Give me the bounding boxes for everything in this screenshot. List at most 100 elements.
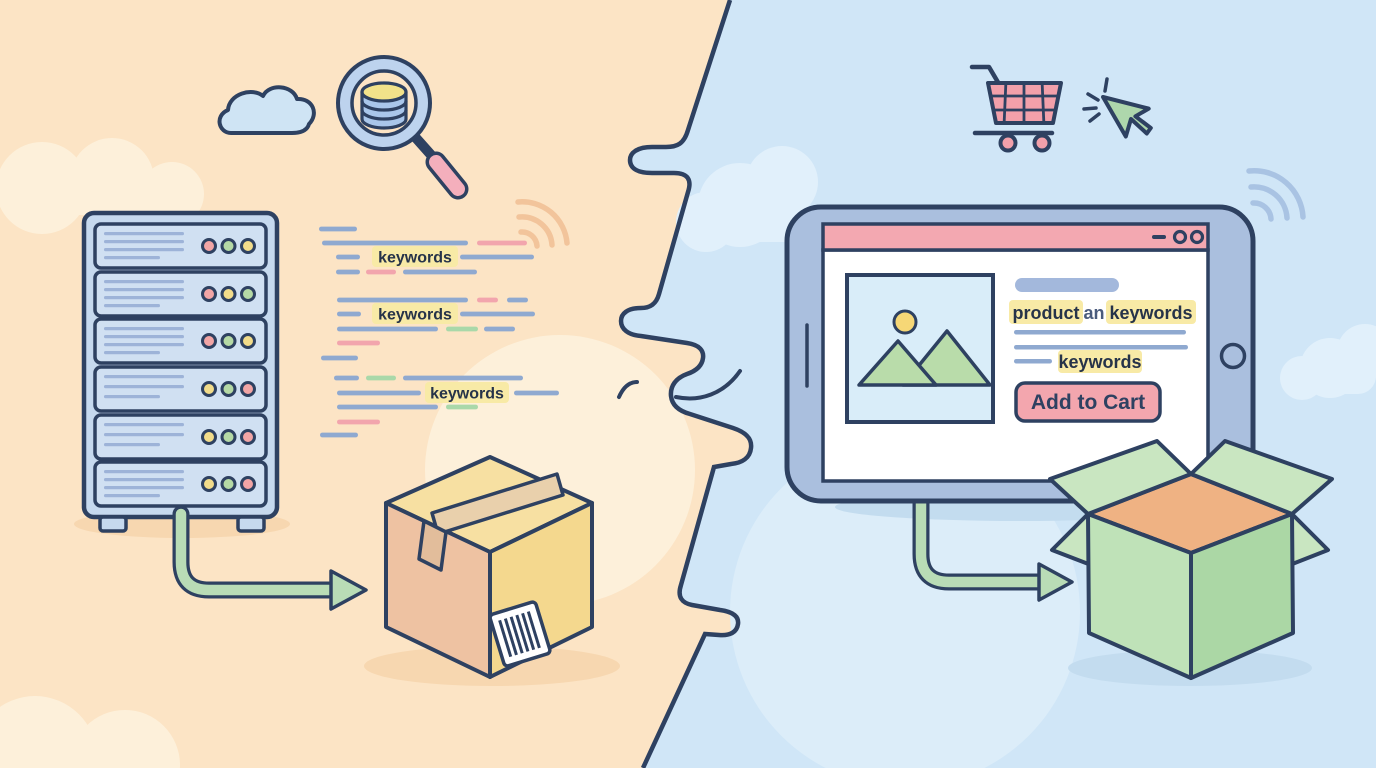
server-unit-line	[104, 375, 184, 379]
status-led-pink	[201, 333, 217, 349]
status-led-green	[220, 429, 237, 445]
keyword-pill-label: keywords	[430, 386, 504, 403]
server-unit-line	[104, 288, 184, 292]
divider-edge	[618, 0, 754, 768]
window-button[interactable]	[1189, 229, 1205, 245]
server-unit	[93, 365, 268, 413]
code-line	[337, 419, 380, 425]
cloud-icon	[217, 85, 316, 135]
server-unit-line	[104, 343, 184, 347]
status-led-green	[220, 238, 237, 254]
code-line	[484, 326, 515, 332]
status-led-yellow	[201, 429, 217, 445]
signal-waves-icon-right	[1246, 167, 1306, 222]
window-button[interactable]	[1172, 229, 1188, 245]
status-led-pink	[240, 429, 256, 445]
code-line	[366, 375, 396, 381]
code-line	[477, 240, 527, 246]
product-word: product	[1013, 303, 1080, 323]
an-word: an	[1083, 303, 1104, 323]
server-unit	[93, 413, 268, 461]
package-box	[384, 455, 594, 679]
keywords-pill-label: keywords	[1058, 352, 1141, 372]
signal-waves-icon-left	[515, 199, 570, 249]
shopping-cart-icon	[969, 64, 1063, 153]
server-unit-line	[104, 248, 184, 252]
cursor-click-icon	[1082, 77, 1153, 139]
browser-title-bar	[821, 222, 1210, 252]
server-unit-line	[104, 395, 160, 399]
status-led-yellow	[240, 238, 256, 254]
database-icon	[360, 81, 408, 130]
keyword-pill: keywords	[372, 246, 458, 267]
openbox-flap	[1048, 439, 1193, 516]
server-unit-line	[104, 494, 160, 498]
server-unit-line	[104, 443, 160, 447]
server-unit-line	[104, 232, 184, 236]
text-line	[1014, 330, 1186, 335]
blue-clouds	[676, 146, 1376, 400]
product-image-placeholder	[845, 273, 995, 424]
server-unit-line	[104, 351, 160, 355]
status-led-pink	[201, 286, 217, 302]
server-unit-line	[104, 327, 184, 331]
status-led-pink	[240, 476, 256, 492]
server-rack	[81, 210, 280, 533]
data-flow-arrow-right	[912, 393, 1074, 602]
server-unit	[93, 460, 268, 508]
sun-icon	[892, 309, 918, 335]
database-search-icon	[336, 55, 469, 200]
server-unit	[93, 270, 268, 318]
data-flow-arrow-left	[172, 505, 368, 611]
tablet: product an keywords keywords Add to Cart	[784, 204, 1256, 504]
code-line	[514, 390, 559, 396]
status-led-green	[220, 476, 237, 492]
status-led-yellow	[201, 476, 217, 492]
open-box	[1048, 439, 1334, 680]
keyword-pill: keywords	[372, 303, 458, 324]
server-unit-line	[104, 256, 160, 260]
code-line	[322, 240, 468, 246]
code-line	[337, 297, 468, 303]
code-line	[337, 326, 438, 332]
keyword-pill-label: keywords	[378, 307, 452, 324]
add-to-cart-button[interactable]: Add to Cart	[1014, 381, 1162, 423]
keyword-pill-label: keywords	[378, 250, 452, 267]
server-unit-line	[104, 240, 184, 244]
server-unit-line	[104, 304, 160, 308]
status-led-yellow	[201, 381, 217, 397]
barcode	[488, 600, 552, 668]
home-button[interactable]	[1219, 342, 1247, 370]
product-title-pill	[1015, 278, 1119, 292]
server-unit-line	[104, 470, 184, 474]
status-led-green	[240, 286, 256, 302]
code-line	[321, 355, 358, 361]
divider-squiggles	[617, 369, 742, 401]
mountain-icon	[857, 339, 938, 387]
code-line	[337, 390, 421, 396]
status-led-pink	[240, 381, 256, 397]
code-line	[507, 297, 528, 303]
code-line	[446, 326, 478, 332]
status-led-pink	[201, 238, 217, 254]
add-to-cart-label: Add to Cart	[1031, 391, 1145, 414]
server-unit-line	[104, 478, 184, 482]
code-line	[337, 404, 438, 410]
server-unit-line	[104, 423, 184, 427]
code-line	[477, 297, 498, 303]
server-unit-line	[104, 335, 184, 339]
server-unit-line	[104, 486, 184, 490]
keyword-pill: keywords	[425, 382, 509, 403]
code-line	[337, 340, 380, 346]
minimize-button[interactable]	[1152, 235, 1166, 239]
keywords-word: keywords	[1109, 303, 1192, 323]
server-unit	[93, 317, 268, 365]
server-unit-line	[104, 296, 184, 300]
code-line	[403, 269, 477, 275]
product-title-line: product an keywords	[1009, 300, 1196, 324]
code-line	[319, 226, 357, 232]
openbox-body-right	[1189, 512, 1295, 680]
code-line	[320, 432, 358, 438]
code-line	[336, 254, 360, 260]
